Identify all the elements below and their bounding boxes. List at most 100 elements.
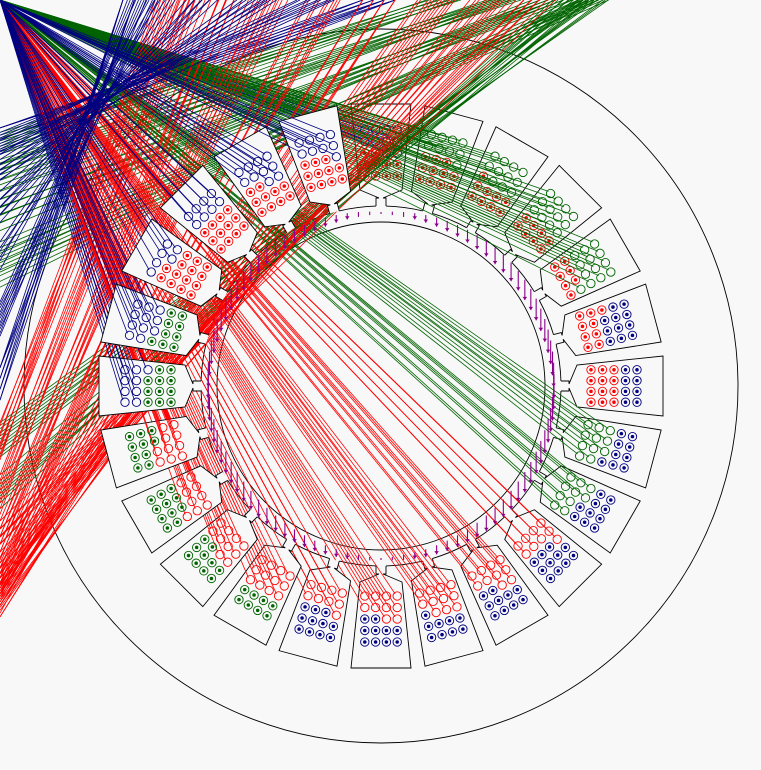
into-page-cross-icon bbox=[0, 0, 385, 618]
conductor-outline bbox=[334, 163, 344, 173]
conductor-outline bbox=[181, 275, 192, 285]
conductor-outline bbox=[544, 526, 554, 536]
conductor-outline bbox=[199, 196, 209, 206]
out-of-page-dot-icon bbox=[258, 185, 262, 189]
conductor-outline bbox=[611, 449, 621, 460]
arrowhead-icon bbox=[533, 470, 539, 474]
stator-bore-outline bbox=[200, 205, 562, 567]
conductor-outline bbox=[151, 504, 162, 514]
out-of-page-dot-icon bbox=[180, 263, 184, 267]
field-arrow bbox=[423, 549, 429, 557]
conductor-outline bbox=[609, 375, 619, 386]
field-arrow bbox=[223, 451, 229, 474]
out-of-page-dot-icon bbox=[169, 378, 173, 383]
out-of-page-dot-icon bbox=[210, 560, 214, 565]
out-of-page-dot-icon bbox=[423, 613, 428, 618]
arrowhead-icon bbox=[312, 228, 318, 232]
conductor-outline bbox=[632, 375, 642, 386]
conductor-outline bbox=[586, 397, 596, 407]
conductor-outline bbox=[231, 213, 241, 223]
conductor-outline bbox=[421, 610, 431, 620]
arrowhead-icon bbox=[345, 555, 350, 559]
conductor-outline bbox=[270, 575, 280, 586]
into-page-cross-icon bbox=[0, 0, 176, 248]
arrowhead-icon bbox=[292, 539, 297, 543]
conductor-outline bbox=[166, 375, 176, 386]
conductor-outline bbox=[552, 534, 562, 544]
arrowhead-icon bbox=[302, 543, 307, 548]
conductor-outline bbox=[127, 320, 137, 330]
into-page-cross-icon bbox=[0, 0, 374, 606]
conductor-outline bbox=[622, 452, 632, 463]
out-of-page-dot-icon bbox=[189, 293, 193, 297]
out-of-page-dot-icon bbox=[625, 455, 629, 460]
field-arrow bbox=[282, 235, 288, 250]
arrowhead-icon bbox=[492, 521, 498, 525]
out-of-page-dot-icon bbox=[226, 223, 230, 228]
conductor-outline bbox=[273, 171, 284, 181]
into-page-cross-icon bbox=[0, 0, 308, 139]
conductor-outline bbox=[425, 585, 435, 595]
field-arrow bbox=[465, 529, 470, 543]
field-arrow bbox=[256, 254, 261, 273]
out-of-page-dot-icon bbox=[611, 463, 615, 467]
conductor-outline bbox=[536, 228, 547, 238]
conductor-outline bbox=[602, 436, 613, 446]
conductor-outline bbox=[166, 308, 176, 318]
out-of-page-dot-icon bbox=[614, 315, 618, 320]
out-of-page-dot-icon bbox=[619, 336, 624, 341]
field-arrow bbox=[501, 254, 506, 273]
out-of-page-dot-icon bbox=[563, 283, 568, 288]
conductor-outline bbox=[622, 309, 632, 320]
conductor-outline bbox=[138, 439, 149, 449]
conductor-outline bbox=[161, 498, 172, 509]
conductor-outline bbox=[131, 386, 142, 397]
into-page-cross-icon bbox=[0, 0, 556, 538]
slot-outline bbox=[98, 355, 201, 417]
conductor-outline bbox=[182, 511, 192, 522]
field-arrow bbox=[218, 441, 224, 464]
field-arrow bbox=[211, 329, 217, 353]
conductor-outline bbox=[161, 263, 172, 274]
conductor-outline bbox=[537, 565, 548, 575]
out-of-page-dot-icon bbox=[163, 332, 168, 336]
field-arrow bbox=[545, 329, 551, 353]
conductor-outline bbox=[513, 541, 523, 551]
out-of-page-dot-icon bbox=[373, 628, 378, 633]
out-of-page-dot-icon bbox=[426, 624, 431, 629]
arrowhead-icon bbox=[264, 260, 270, 265]
conductor-outline bbox=[183, 550, 194, 561]
out-of-page-dot-icon bbox=[622, 302, 626, 306]
field-arrow bbox=[423, 215, 429, 223]
conductor-outline bbox=[553, 566, 563, 576]
conductor-outline bbox=[154, 365, 165, 375]
out-of-page-dot-icon bbox=[609, 498, 613, 502]
out-of-page-dot-icon bbox=[217, 568, 222, 573]
field-arrow bbox=[542, 318, 548, 342]
conductor-outline bbox=[586, 365, 596, 375]
conductor-outline bbox=[625, 442, 635, 452]
conductor-outline bbox=[255, 580, 265, 590]
conductor-outline bbox=[627, 330, 638, 341]
arrowhead-icon bbox=[223, 317, 229, 321]
conductor-outline bbox=[544, 542, 555, 552]
out-of-page-dot-icon bbox=[623, 400, 628, 404]
conductor-outline bbox=[245, 187, 256, 197]
conductor-outline bbox=[131, 365, 142, 375]
conductor-outline bbox=[560, 506, 570, 516]
conductor-outline bbox=[588, 443, 599, 454]
conductor-outline bbox=[135, 428, 146, 439]
conductor-outline bbox=[231, 533, 241, 543]
stator-slot bbox=[561, 355, 664, 417]
out-of-page-dot-icon bbox=[548, 576, 553, 581]
conductor-outline bbox=[426, 632, 437, 643]
out-of-page-dot-icon bbox=[553, 265, 557, 269]
out-of-page-dot-icon bbox=[589, 368, 593, 372]
conductor-outline bbox=[279, 181, 289, 191]
conductor-outline bbox=[303, 591, 313, 601]
stator-slot bbox=[0, 0, 228, 307]
conductor-outline bbox=[586, 375, 596, 386]
conductor-outline bbox=[423, 621, 434, 632]
field-arrow bbox=[302, 224, 307, 237]
out-of-page-dot-icon bbox=[170, 511, 174, 515]
